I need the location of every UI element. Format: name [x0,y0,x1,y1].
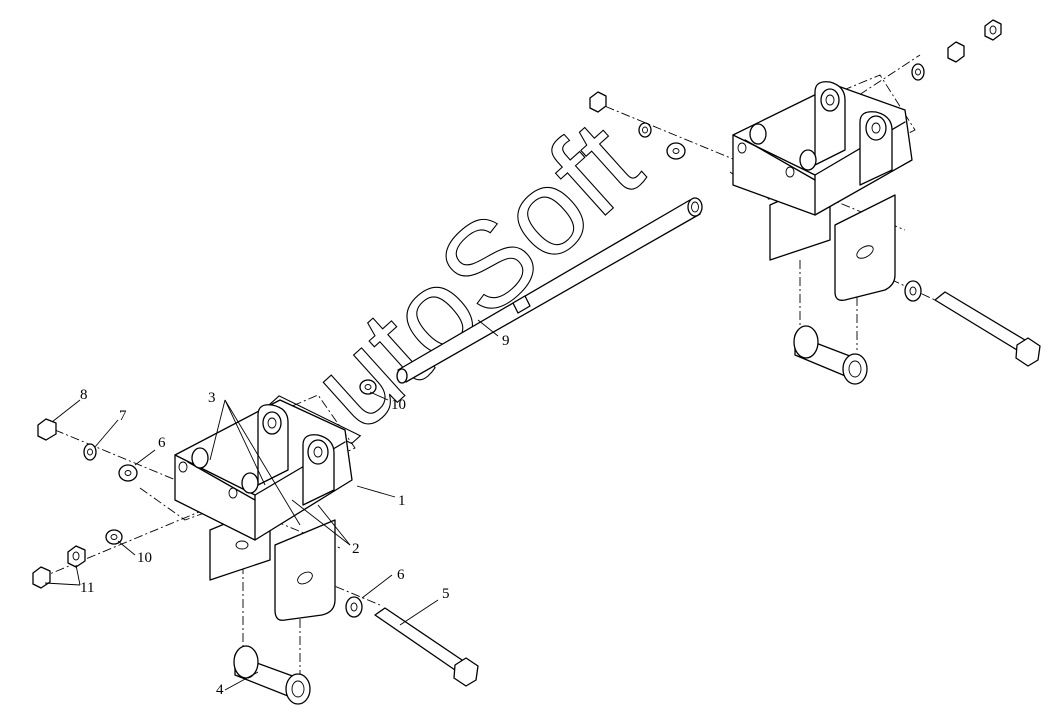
callout-8: 8 [80,387,88,403]
callout-4: 4 [216,682,224,698]
callout-2: 2 [352,541,360,557]
callout-5: 5 [442,586,450,602]
left-bracket-assembly [174,399,353,621]
long-pin-part-9 [396,197,703,384]
leader-lines [44,319,499,691]
callout-11: 11 [80,580,94,596]
callout-6-right: 6 [397,567,405,583]
callout-7: 7 [119,408,127,424]
callout-10-top: 10 [391,397,406,413]
right-hardware [589,19,1041,385]
callout-3: 3 [208,390,216,406]
callout-10-bottom: 10 [137,550,152,566]
callout-6-left: 6 [158,435,166,451]
callout-labels: 1 2 3 4 5 6 6 7 8 9 10 10 11 [80,333,510,698]
callout-9: 9 [502,333,510,349]
right-bracket-assembly [732,81,913,301]
callout-1: 1 [398,493,406,509]
